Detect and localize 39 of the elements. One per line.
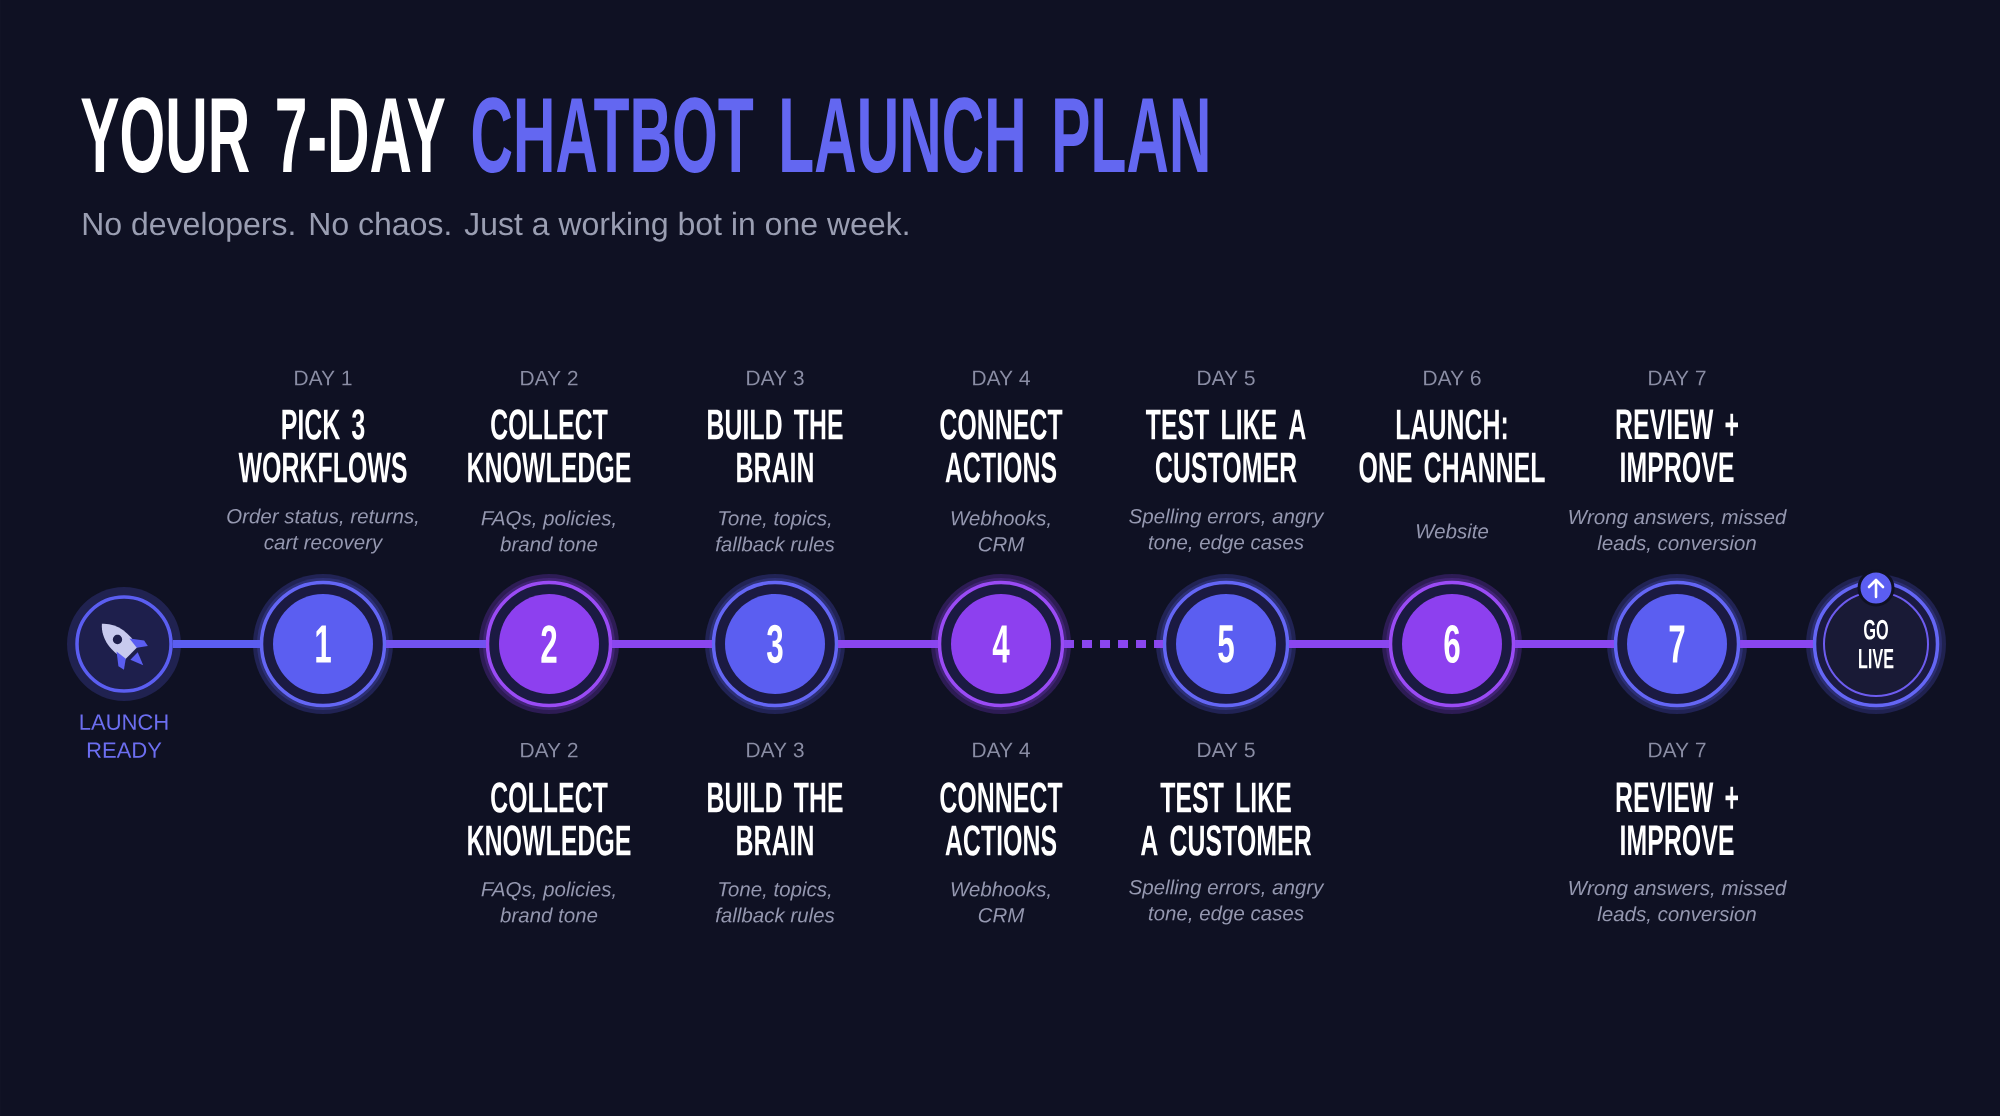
step-title: CONNECT ACTIONS bbox=[940, 409, 1063, 483]
step-title: REVIEW + IMPROVE bbox=[1616, 782, 1738, 856]
step-description: Webhooks, CRM bbox=[951, 510, 1050, 552]
step-title: BUILD THE BRAIN bbox=[708, 409, 843, 483]
step-title: BUILD THE BRAIN bbox=[708, 782, 843, 856]
step-description: Website bbox=[1416, 523, 1489, 539]
caption-label: LAUNCH READY bbox=[80, 714, 168, 758]
step-description: Spelling errors, angry tone, edge cases bbox=[1129, 508, 1325, 554]
step-description: Spelling errors, angry tone, edge cases bbox=[1129, 879, 1325, 925]
day-label: DAY 5 bbox=[1198, 742, 1255, 758]
step-description: Wrong answers, missed leads, conversion bbox=[1569, 509, 1787, 553]
step-title: COLLECT KNOWLEDGE bbox=[468, 782, 631, 856]
step-description: Tone, topics, fallback rules bbox=[715, 881, 835, 923]
step-title: TEST LIKE A CUSTOMER bbox=[1140, 782, 1312, 856]
step-title: COLLECT KNOWLEDGE bbox=[468, 409, 631, 483]
step-title: PICK 3 WORKFLOWS bbox=[238, 409, 407, 483]
step-description: Tone, topics, fallback rules bbox=[715, 510, 835, 552]
step-description: FAQs, policies, brand tone bbox=[481, 881, 615, 923]
day-label: DAY 6 bbox=[1424, 370, 1481, 386]
step-title: LAUNCH: ONE CHANNEL bbox=[1359, 409, 1545, 483]
subtitle: No developers. No chaos. Just a working bot in one week. bbox=[83, 211, 908, 242]
step-title: TEST LIKE A CUSTOMER bbox=[1145, 409, 1306, 483]
step-title: REVIEW + IMPROVE bbox=[1616, 409, 1738, 483]
step-title: CONNECT ACTIONS bbox=[940, 782, 1063, 856]
day-label: DAY 7 bbox=[1649, 370, 1706, 386]
step-description: FAQs, policies, brand tone bbox=[481, 510, 615, 552]
step-description: Order status, returns, cart recovery bbox=[227, 508, 418, 554]
day-label: DAY 7 bbox=[1649, 742, 1706, 758]
day-label: DAY 4 bbox=[973, 370, 1030, 386]
day-label: DAY 3 bbox=[747, 742, 804, 758]
day-label: DAY 2 bbox=[521, 742, 578, 758]
day-label: DAY 5 bbox=[1198, 370, 1255, 386]
day-label: DAY 4 bbox=[973, 742, 1030, 758]
day-label: DAY 1 bbox=[295, 370, 352, 386]
step-description: Wrong answers, missed leads, conversion bbox=[1569, 880, 1787, 924]
page-title: YOUR 7-DAY CHATBOT LAUNCH PLAN bbox=[81, 97, 1208, 174]
step-description: Webhooks, CRM bbox=[951, 881, 1050, 923]
day-label: DAY 3 bbox=[747, 370, 804, 386]
day-label: DAY 2 bbox=[521, 370, 578, 386]
